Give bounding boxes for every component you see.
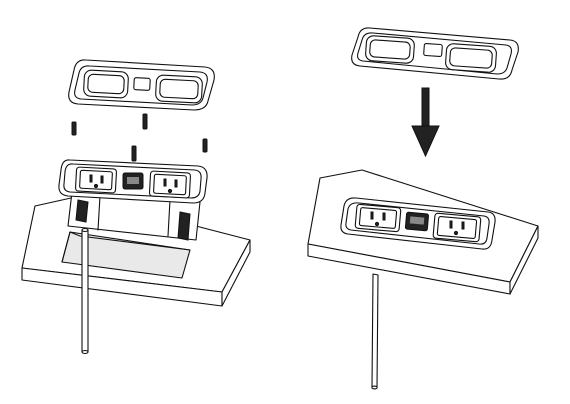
exploded-view [21,59,251,355]
installed-view [307,27,539,390]
cover-plate-icon [351,27,519,80]
down-arrow-icon [411,87,440,158]
outlet-module-icon [58,159,208,241]
power-cord-icon [81,227,89,355]
data-port-icon [122,172,144,190]
cover-plate-icon [68,59,215,111]
duplex-receptacle-icon [148,170,191,199]
data-port-icon [404,211,429,232]
duplex-receptacle-icon [354,203,402,233]
mounting-screw-icon [71,113,208,162]
power-cord-icon [371,273,379,390]
outlet-module-icon [340,197,496,250]
duplex-receptacle-icon [432,212,482,243]
duplex-receptacle-icon [75,166,117,194]
